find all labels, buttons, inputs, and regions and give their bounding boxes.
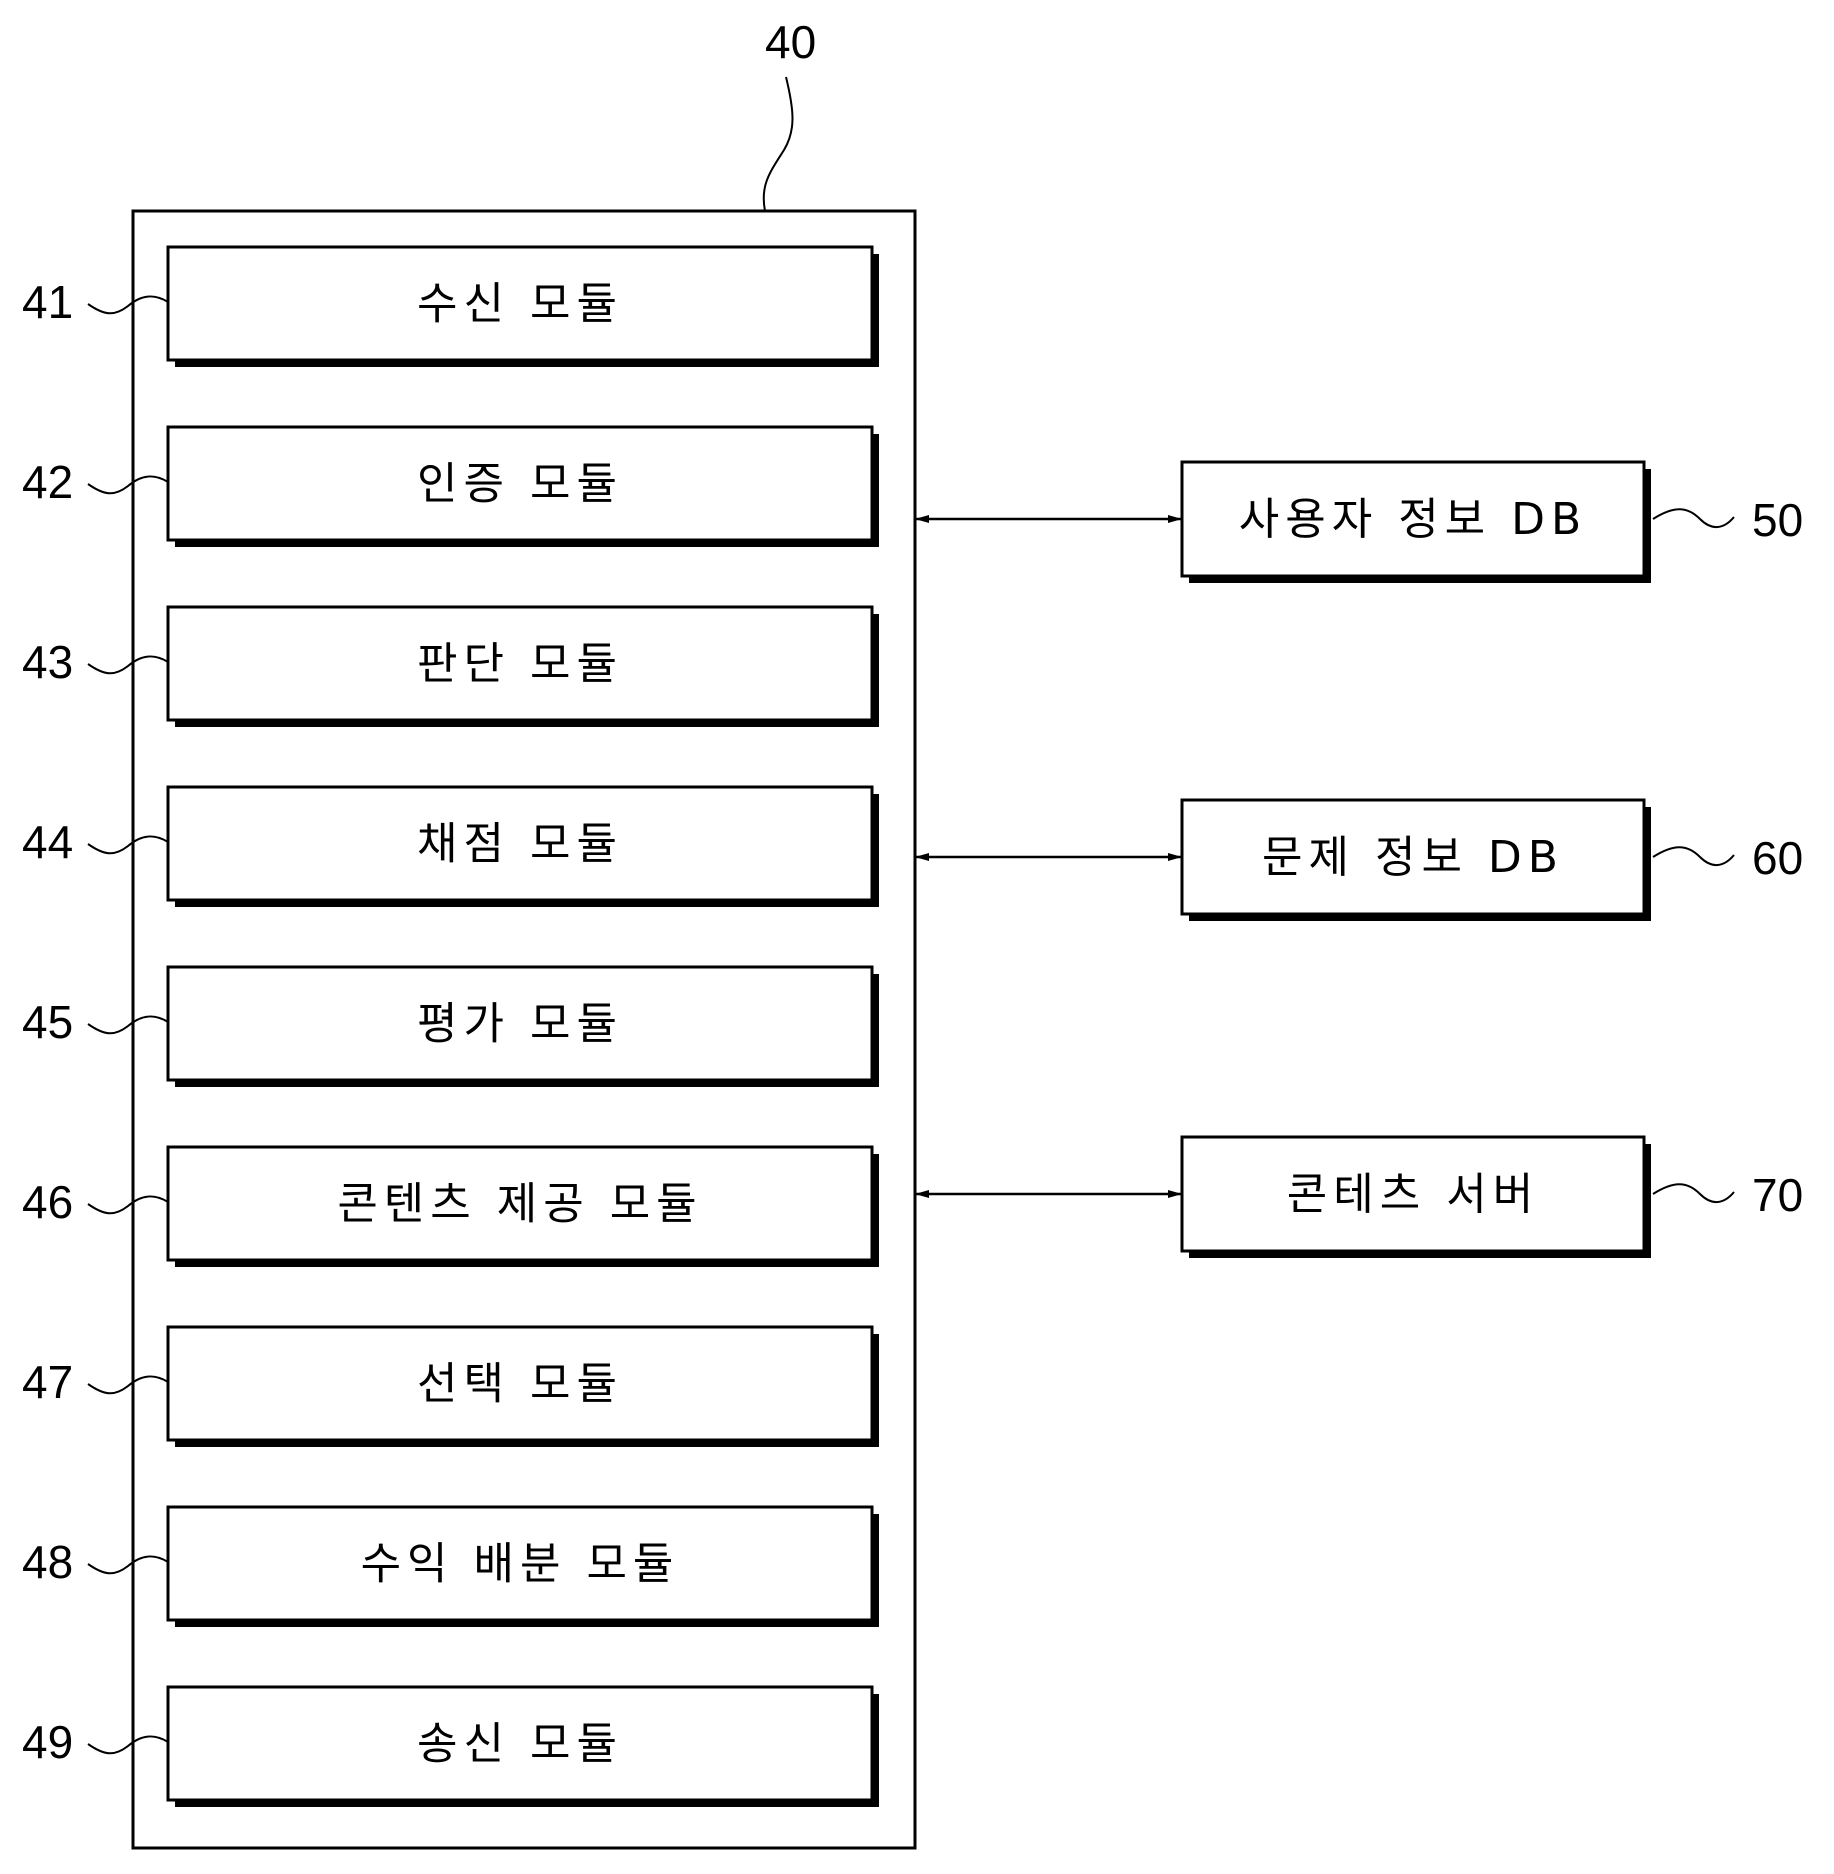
module-label: 인증 모듈 [417, 459, 623, 510]
external-ref-label: 70 [1752, 1169, 1803, 1221]
module-block: 송신 모듈 49 [22, 1685, 879, 1807]
module-leader-line [87, 1195, 169, 1215]
module-label: 평가 모듈 [417, 999, 623, 1050]
module-leader-line [87, 1015, 169, 1035]
module-ref-label: 43 [22, 636, 73, 688]
module-ref-label: 46 [22, 1176, 73, 1228]
module-leader-line [87, 295, 169, 315]
module-block: 콘텐츠 제공 모듈 46 [22, 1145, 879, 1267]
external-ref-label: 60 [1752, 832, 1803, 884]
external-box [1180, 1135, 1646, 1253]
module-label: 수익 배분 모듈 [361, 1539, 680, 1590]
module-ref-label: 45 [22, 996, 73, 1048]
module-ref-label: 42 [22, 456, 73, 508]
module-ref-label: 44 [22, 816, 73, 868]
external-leader-line [1652, 846, 1735, 866]
system-leader-line [762, 76, 794, 212]
module-ref-label: 48 [22, 1536, 73, 1588]
module-leader-line [87, 1555, 169, 1575]
module-block: 판단 모듈 43 [22, 605, 879, 727]
module-box [166, 245, 874, 362]
external-block: 콘테츠 서버 70 [915, 1135, 1803, 1258]
module-leader-line [87, 475, 169, 495]
external-leader-line [1652, 508, 1735, 528]
module-block: 수익 배분 모듈 48 [22, 1505, 879, 1627]
module-leader-line [87, 835, 169, 855]
module-leader-line [87, 1375, 169, 1395]
external-label: 사용자 정보 DB [1239, 494, 1587, 545]
module-label: 송신 모듈 [417, 1719, 623, 1770]
external-leader-line [1652, 1183, 1735, 1203]
module-ref-label: 47 [22, 1356, 73, 1408]
module-box [166, 785, 874, 902]
external-block: 사용자 정보 DB 50 [915, 460, 1803, 583]
module-block: 인증 모듈 42 [22, 425, 879, 547]
module-box [166, 425, 874, 542]
external-block: 문제 정보 DB 60 [915, 798, 1803, 921]
module-label: 채점 모듈 [417, 819, 623, 870]
module-leader-line [87, 655, 169, 675]
module-block: 평가 모듈 45 [22, 965, 879, 1087]
module-box [166, 605, 874, 722]
module-block: 채점 모듈 44 [22, 785, 879, 907]
module-leader-line [87, 1735, 169, 1755]
module-box [166, 1505, 874, 1622]
module-box [166, 1145, 874, 1262]
system-ref-label: 40 [765, 16, 816, 68]
module-label: 수신 모듈 [417, 279, 623, 330]
module-ref-label: 41 [22, 276, 73, 328]
module-label: 판단 모듈 [417, 639, 623, 690]
module-box [166, 1685, 874, 1802]
external-label: 콘테츠 서버 [1287, 1169, 1539, 1220]
module-block: 선택 모듈 47 [22, 1325, 879, 1447]
system-container [131, 209, 917, 1850]
external-label: 문제 정보 DB [1262, 832, 1564, 883]
external-list: 사용자 정보 DB 50 문제 정보 DB 60 콘테츠 서버 70 [915, 460, 1803, 1258]
external-ref-label: 50 [1752, 494, 1803, 546]
module-ref-label: 49 [22, 1716, 73, 1768]
module-label: 콘텐츠 제공 모듈 [337, 1179, 702, 1230]
module-box [166, 965, 874, 1082]
external-box [1180, 798, 1646, 916]
module-block: 수신 모듈 41 [22, 245, 879, 367]
module-box [166, 1325, 874, 1442]
external-box [1180, 460, 1646, 578]
module-list: 수신 모듈 41 인증 모듈 42 판단 모듈 43 채점 모듈 44 평가 모듈 45 콘텐츠 제… [22, 245, 879, 1807]
module-label: 선택 모듈 [417, 1359, 623, 1410]
